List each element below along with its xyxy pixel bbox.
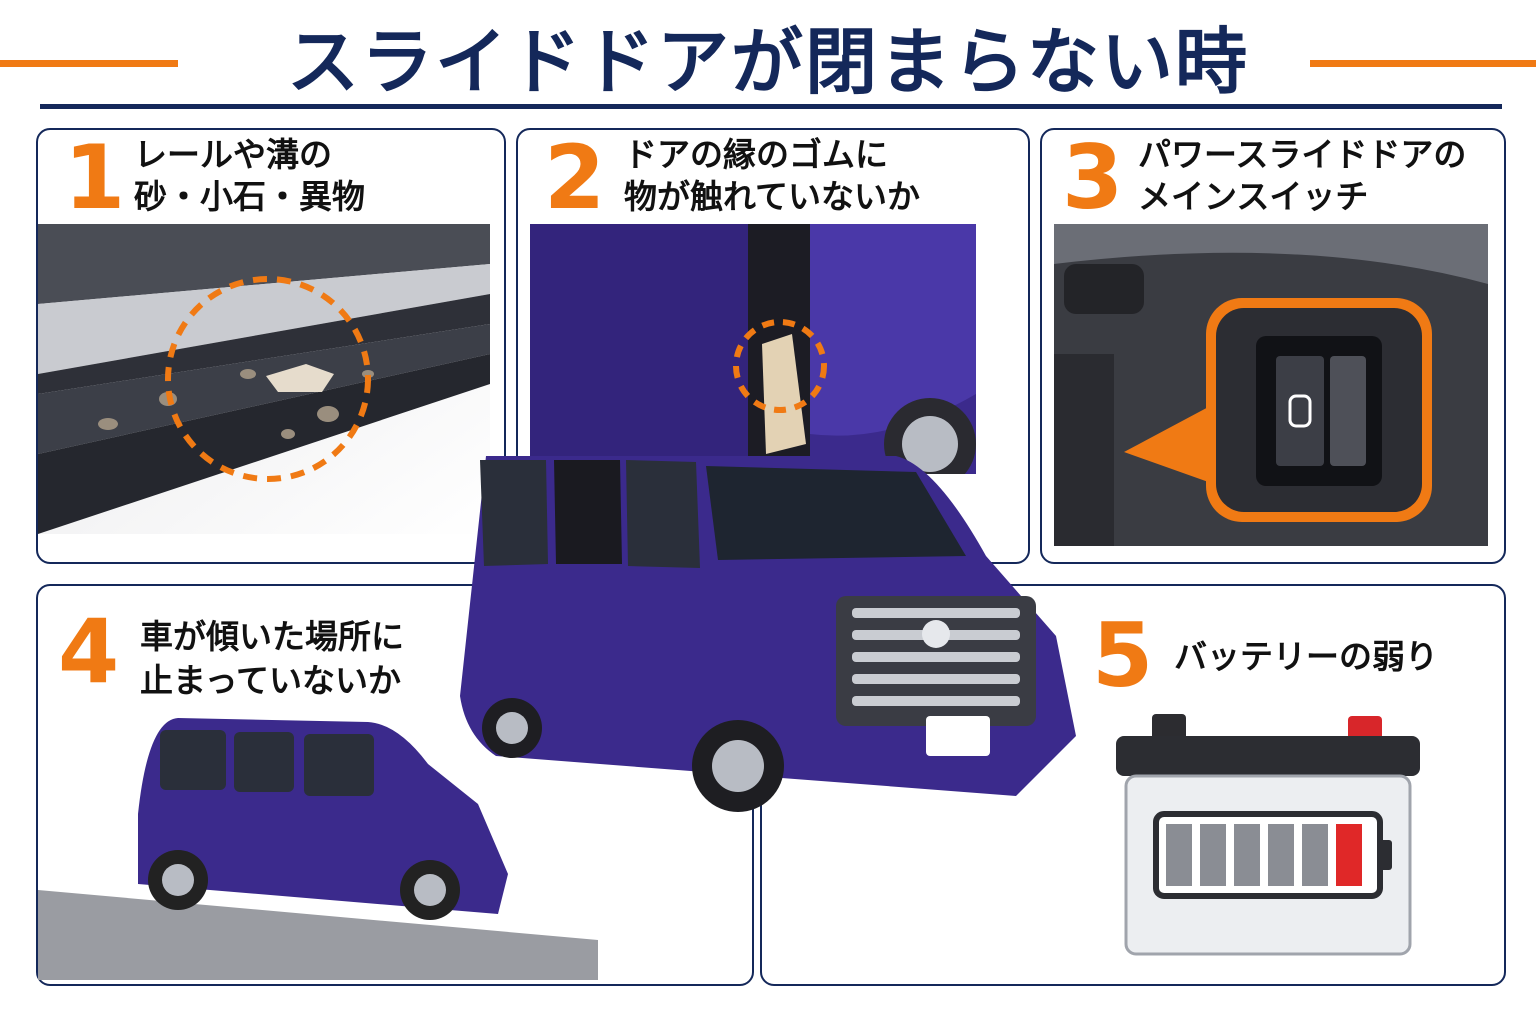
- battery-cell-empty: [1268, 824, 1294, 886]
- door-seal-illustration: [530, 224, 976, 474]
- item-1-number: 1: [64, 126, 126, 229]
- item-4-caption-line2: 止まっていないか: [140, 661, 402, 700]
- page-title: スライドドアが閉まらない時: [286, 20, 1249, 104]
- battery-cell-remaining: [1336, 824, 1362, 886]
- tilted-car-illustration: [38, 704, 598, 980]
- rail-debris-illustration: [38, 224, 490, 534]
- item-3-caption-line2: メインスイッチ: [1138, 177, 1369, 216]
- battery-cell-empty: [1302, 824, 1328, 886]
- item-3-caption-line1: パワースライドドアの: [1138, 135, 1467, 174]
- battery-illustration: [1112, 712, 1424, 958]
- dashboard-switch-illustration: [1054, 224, 1488, 546]
- item-1-caption-line1: レールや溝の: [134, 135, 332, 174]
- title-underline: [40, 104, 1502, 109]
- item-5-number: 5: [1092, 604, 1154, 707]
- item-4-caption-line1: 車が傾いた場所に: [140, 617, 404, 656]
- item-1-caption-line2: 砂・小石・異物: [134, 177, 365, 216]
- battery-cell-empty: [1166, 824, 1192, 886]
- battery-cell-empty: [1200, 824, 1226, 886]
- item-5-caption: バッテリーの弱り: [1174, 637, 1438, 676]
- item-4-number: 4: [58, 600, 120, 703]
- center-car-illustration: [456, 436, 1080, 824]
- battery-cell-empty: [1234, 824, 1260, 886]
- item-2-caption-line2: 物が触れていないか: [624, 177, 921, 216]
- item-2-caption-line1: ドアの縁のゴムに: [624, 135, 888, 174]
- title-rule-right: [1310, 60, 1536, 67]
- title-rule-left: [0, 60, 178, 67]
- item-3-number: 3: [1062, 126, 1124, 229]
- item-2-number: 2: [544, 126, 606, 229]
